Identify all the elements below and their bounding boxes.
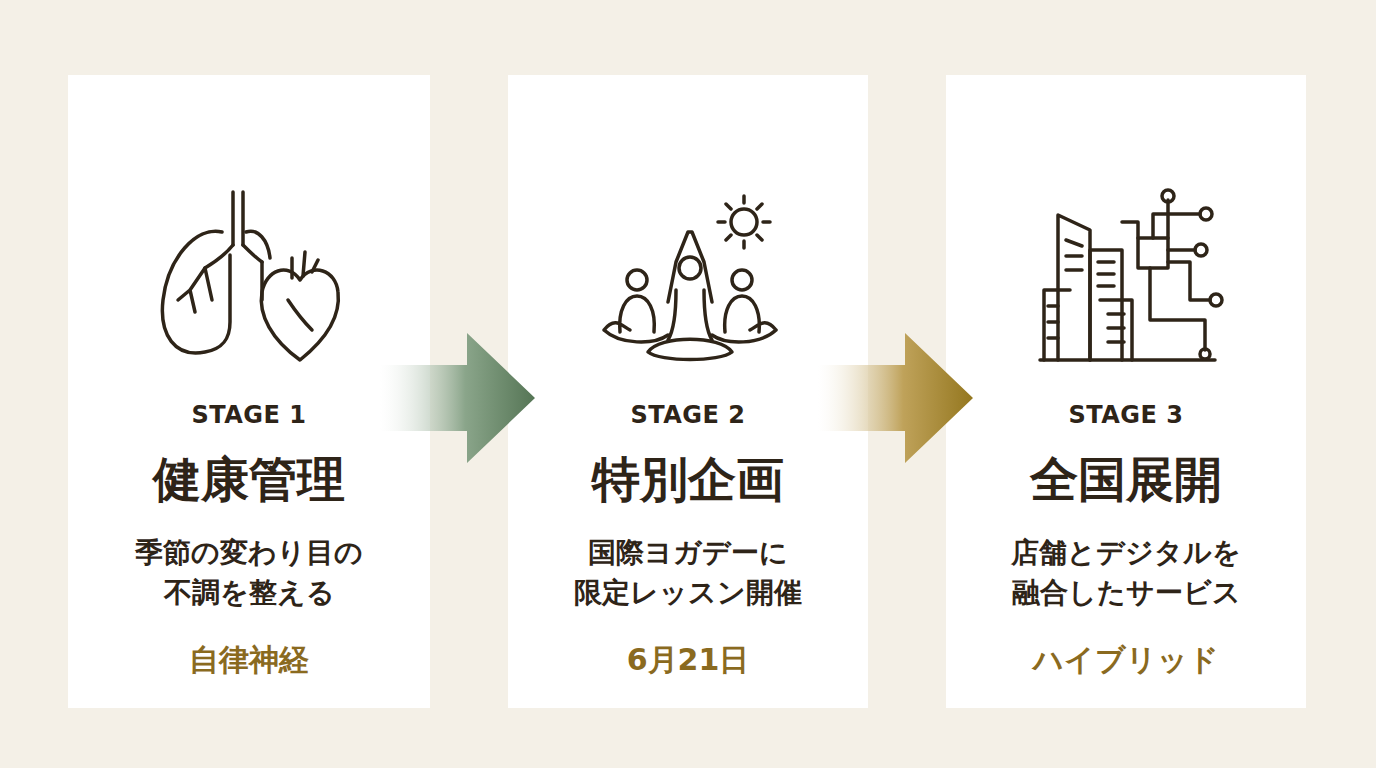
stage-title: 特別企画 [592,450,784,508]
stage-label: STAGE 2 [630,400,745,430]
node-dot [1200,349,1210,359]
left-person [604,296,668,342]
card-background [508,75,868,708]
tower-left [1058,215,1090,360]
low-block [1044,290,1070,360]
chip [1138,238,1168,268]
center-body [668,290,712,340]
block-arrow [818,333,973,463]
card-background [946,75,1306,708]
sun [731,209,757,235]
ground [1040,358,1215,362]
stage-keyword: 6月21日 [627,640,750,680]
stage-card: STAGE 3 全国展開店舗とデジタルを 融合したサービスハイブリッド [946,75,1306,708]
right-person [712,296,776,342]
left-head [627,270,647,290]
stage-label: STAGE 1 [191,400,306,430]
center-legs [648,339,732,359]
tower-front [1100,300,1132,360]
stage-card: STAGE 1 健康管理季節の変わり目の 不調を整える自律神経 [68,75,430,708]
stage-title: 健康管理 [153,450,345,508]
trachea [233,192,243,245]
stage-keyword: 自律神経 [189,640,309,680]
stage-description: 店舗とデジタルを 融合したサービス [995,533,1257,613]
circuit-lines [1122,200,1210,350]
stage-description: 国際ヨガデーに 限定レッスン開催 [557,533,819,613]
heart [261,270,338,360]
heart-vessels [292,252,318,278]
stage-description: 季節の変わり目の 不調を整える [118,533,380,613]
city-network-icon [1040,190,1222,360]
left-lung [162,231,230,353]
card-background [68,75,430,708]
lungs-heart-icon [162,192,338,360]
right-lung-top [246,231,270,258]
windows [1048,240,1124,342]
yoga-icon [604,196,776,360]
stage-label: STAGE 3 [1068,400,1183,430]
block-arrow [380,333,535,463]
sun-rays [718,196,770,248]
right-head [732,270,752,290]
stage-card: STAGE 2 特別企画国際ヨガデーに 限定レッスン開催 6月21日 [508,75,868,708]
left-branches [178,268,212,312]
heart-detail [288,300,312,330]
node-dot [1195,244,1207,256]
card-backgrounds [68,75,1306,708]
bronchi [205,245,262,268]
stage-title: 全国展開 [1030,450,1222,508]
stage-keyword: ハイブリッド [1033,640,1219,680]
node-dot [1162,190,1174,202]
node-dot [1200,208,1212,220]
center-head [679,257,701,279]
node-dot [1210,294,1222,306]
